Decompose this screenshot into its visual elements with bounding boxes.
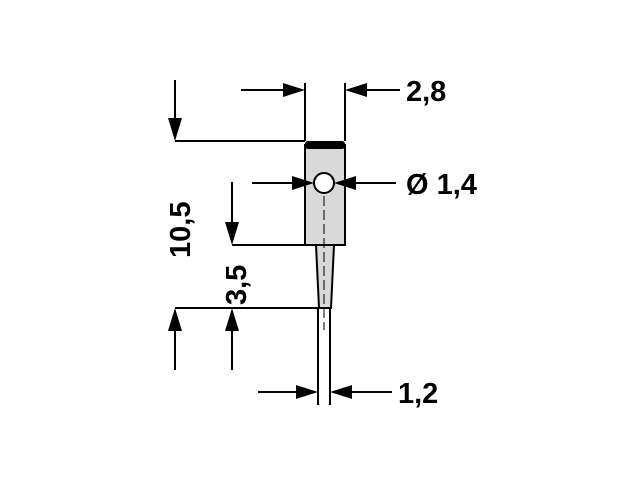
dimension-label-top-width: 2,8 bbox=[406, 76, 446, 108]
dimension-label-tip-height: 3,5 bbox=[221, 265, 253, 305]
dimension-top-width: 2,8 bbox=[241, 76, 446, 141]
dimension-pin-width: 1,2 bbox=[258, 308, 438, 410]
dimension-label-pin-width: 1,2 bbox=[398, 378, 438, 410]
dimension-label-total-height: 10,5 bbox=[165, 202, 197, 258]
part-top-cap bbox=[305, 141, 345, 149]
part-pin-tip bbox=[314, 244, 336, 309]
component-part bbox=[304, 141, 346, 330]
dimension-label-hole-diameter: Ø 1,4 bbox=[406, 169, 477, 201]
dimension-total-height: 10,5 bbox=[165, 80, 319, 370]
part-hole bbox=[313, 172, 335, 194]
part-body bbox=[304, 144, 346, 246]
dimension-tip-height: 3,5 bbox=[221, 182, 316, 370]
dimension-hole-diameter: Ø 1,4 bbox=[252, 169, 477, 201]
